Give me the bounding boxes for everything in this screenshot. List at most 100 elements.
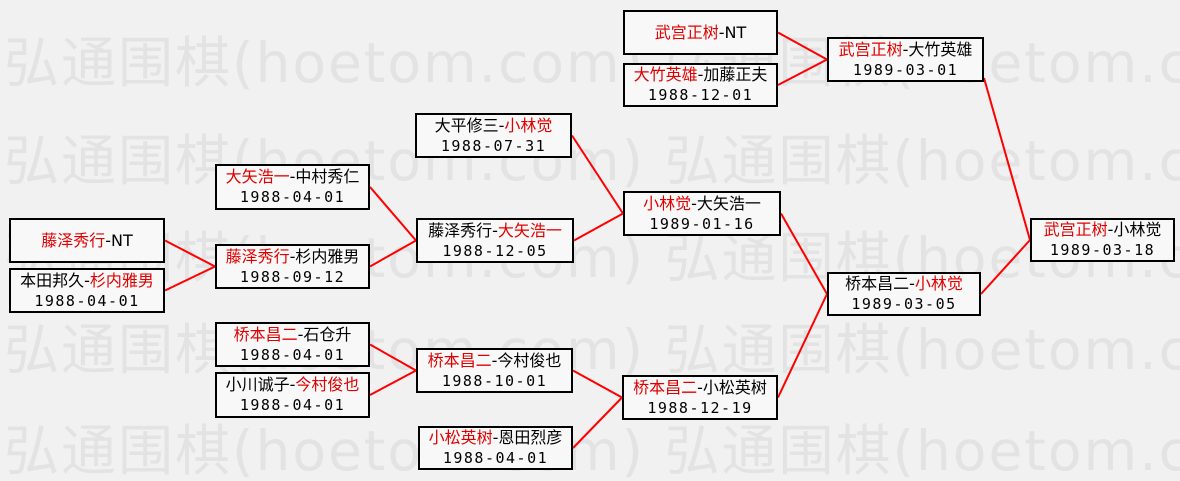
connector-line: [571, 134, 624, 215]
match-date: 1988-12-19: [647, 398, 753, 417]
connector-line: [573, 212, 624, 242]
connector-line: [777, 58, 828, 86]
match-players: 武宫正树-NT: [655, 22, 747, 43]
player-1: 大矢浩一: [225, 167, 290, 186]
match-players: 小松英树-恩田烈彦: [429, 427, 563, 448]
connector-line: [164, 239, 216, 268]
player-1: 小川诚子: [225, 375, 290, 394]
player-2: 今村俊也: [295, 375, 360, 394]
match-date: 1988-04-01: [442, 449, 549, 467]
player-2: 加藤正夫: [703, 65, 768, 84]
match-players: 桥本昌二-石仓升: [234, 324, 352, 345]
connector-line: [980, 239, 1031, 295]
vs-separator: -: [492, 220, 498, 240]
match-players: 桥本昌二-今村俊也: [428, 350, 562, 371]
connector-line: [777, 293, 828, 398]
player-2: 大竹英雄: [908, 39, 973, 59]
player-2: 杉内雅男: [89, 270, 154, 290]
player-2: NT: [724, 23, 747, 42]
connector-line: [572, 396, 623, 449]
match-players: 藤泽秀行-NT: [41, 230, 133, 251]
match-players: 藤泽秀行-大矢浩一: [428, 220, 562, 241]
vs-separator: -: [289, 167, 296, 186]
connector-line: [572, 369, 623, 399]
match-date: 1988-12-01: [647, 86, 754, 104]
match-date: 1988-12-05: [442, 241, 548, 260]
player-1: 桥本昌二: [633, 377, 698, 397]
vs-separator: -: [297, 324, 304, 344]
match-box: 武宫正树-NT: [623, 10, 778, 55]
match-box: 藤泽秀行-NT: [9, 218, 165, 263]
player-2: NT: [111, 231, 133, 250]
player-1: 藤泽秀行: [225, 246, 290, 266]
connector-line: [780, 213, 828, 295]
player-2: 小林觉: [1113, 220, 1162, 239]
vs-separator: -: [1107, 220, 1114, 239]
match-players: 大矢浩一-中村秀仁: [226, 166, 360, 187]
vs-separator: -: [697, 377, 703, 397]
vs-separator: -: [105, 231, 112, 250]
player-1: 本田邦久: [20, 270, 85, 290]
vs-separator: -: [491, 350, 498, 370]
connector-line: [983, 77, 1031, 241]
player-2: 大矢浩一: [497, 220, 562, 240]
match-date: 1988-04-01: [239, 345, 346, 364]
match-date: 1989-03-01: [852, 60, 959, 79]
player-2: 小林觉: [504, 115, 553, 135]
player-1: 桥本昌二: [845, 274, 910, 293]
vs-separator: -: [718, 23, 725, 42]
player-1: 桥本昌二: [233, 324, 298, 344]
player-2: 大矢浩一: [696, 193, 761, 213]
player-2: 恩田烈彦: [498, 428, 563, 447]
match-players: 小林觉-大矢浩一: [643, 193, 761, 214]
player-2: 杉内雅男: [295, 246, 360, 266]
vs-separator: -: [289, 246, 296, 266]
match-date: 1988-10-01: [441, 371, 548, 390]
match-date: 1988-04-01: [239, 396, 346, 414]
match-players: 藤泽秀行-杉内雅男: [226, 246, 360, 267]
match-players: 本田邦久-杉内雅男: [20, 270, 154, 291]
vs-separator: -: [697, 65, 704, 84]
vs-separator: -: [902, 39, 909, 59]
player-2: 小林觉: [914, 274, 963, 293]
connector-line: [164, 265, 216, 292]
match-players: 武宫正树-大竹英雄: [839, 39, 973, 60]
match-players: 武宫正树-小林觉: [1044, 219, 1162, 240]
vs-separator: -: [84, 270, 90, 290]
player-2: 中村秀仁: [295, 167, 360, 186]
connector-line: [369, 343, 417, 372]
match-players: 小川诚子-今村俊也: [226, 374, 360, 395]
player-1: 藤泽秀行: [428, 220, 493, 240]
match-players: 桥本昌二-小松英树: [633, 377, 767, 398]
player-1: 武宫正树: [838, 39, 903, 59]
match-date: 1988-09-12: [239, 267, 346, 286]
vs-separator: -: [691, 193, 697, 213]
player-2: 石仓升: [303, 324, 352, 344]
match-players: 大竹英雄-加藤正夫: [634, 64, 768, 85]
vs-separator: -: [492, 428, 499, 447]
vs-separator: -: [909, 274, 915, 293]
match-players: 大平修三-小林觉: [435, 115, 553, 136]
player-1: 武宫正树: [1043, 220, 1108, 239]
match-players: 桥本昌二-小林觉: [845, 273, 963, 294]
player-2: 今村俊也: [497, 350, 562, 370]
match-date: 1988-04-01: [34, 291, 140, 310]
player-2: 小松英树: [702, 377, 767, 397]
connector-line: [777, 31, 828, 61]
vs-separator: -: [289, 375, 296, 394]
